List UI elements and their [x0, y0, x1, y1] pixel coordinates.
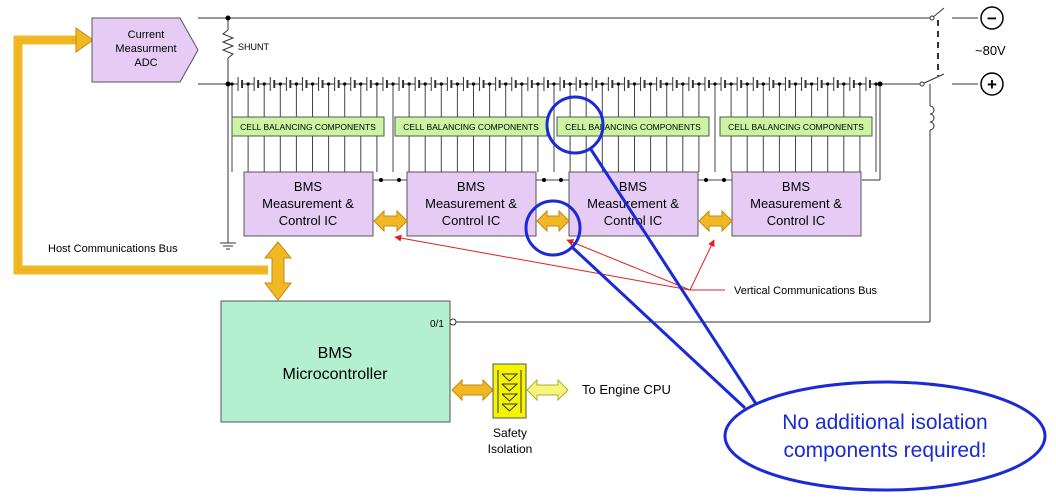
host-bus-label: Host Communications Bus [48, 243, 178, 255]
battery-cell [554, 77, 571, 91]
host-communications-bus [13, 27, 293, 301]
adc-label-line1: Current [128, 29, 165, 41]
positive-terminal-symbol: + [987, 75, 997, 94]
voltage-label: ~80V [975, 43, 1006, 58]
bms-ic-4: BMS Measurement & Control IC [731, 171, 862, 237]
cable-junction-dot [877, 81, 883, 87]
bms-ic-2-line1: BMS [457, 179, 486, 194]
bms-ic-1-line1: BMS [294, 179, 323, 194]
cell-balancing-group-4: CELL BALANCING COMPONENTS [719, 116, 873, 137]
bms-ic-1-line3: Control IC [279, 213, 338, 228]
cell-balancing-label-1: CELL BALANCING COMPONENTS [240, 122, 376, 132]
bms-ic-1-line2: Measurement & [262, 196, 354, 211]
daisy-chain-arrow-3 [698, 209, 733, 233]
safety-isolation-block: Safety Isolation [488, 363, 533, 456]
negative-terminal-symbol: − [987, 9, 997, 28]
vertical-bus-pointers [394, 234, 725, 291]
daisy-chain-arrow-2 [536, 209, 570, 233]
battery-cell [731, 77, 748, 91]
bms-ic-2-line2: Measurement & [425, 196, 517, 211]
adc-label-line2: Measurment [115, 43, 176, 55]
bms-ic-4-line1: BMS [782, 179, 811, 194]
bms-ic-3-line3: Control IC [604, 213, 663, 228]
microcontroller-port-label: 0/1 [430, 319, 444, 330]
microcontroller-line2: Microcontroller [283, 366, 389, 383]
engine-cpu-label: To Engine CPU [582, 382, 671, 397]
cell-balancing-group-1: CELL BALANCING COMPONENTS [231, 116, 385, 137]
callout-bubble: No additional isolation components requi… [723, 380, 1047, 492]
safety-isolation-line2: Isolation [488, 442, 533, 456]
daisy-chain-arrow-1 [373, 209, 408, 233]
isolation-arrow-left [451, 378, 494, 402]
negative-terminal: − [980, 6, 1004, 30]
cell-balancing-label-4: CELL BALANCING COMPONENTS [728, 122, 864, 132]
bms-ic-2: BMS Measurement & Control IC [406, 171, 537, 237]
safety-isolation-line1: Safety [493, 426, 527, 440]
bms-ic-4-line3: Control IC [767, 213, 826, 228]
bms-microcontroller: BMS Microcontroller 0/1 [220, 300, 451, 423]
microcontroller-line1: BMS [318, 345, 353, 362]
battery-cell [232, 77, 249, 91]
callout-line1: No additional isolation [782, 411, 987, 434]
shunt-label: SHUNT [238, 42, 270, 52]
cell-balancing-group-2: CELL BALANCING COMPONENTS [394, 116, 548, 137]
callout-highlight [524, 95, 762, 411]
bms-ic-1: BMS Measurement & Control IC [243, 171, 374, 237]
bms-ic-2-line3: Control IC [442, 213, 501, 228]
bms-ic-4-line2: Measurement & [750, 196, 842, 211]
bus-junction-dot [225, 81, 231, 87]
cell-balancing-label-2: CELL BALANCING COMPONENTS [403, 122, 539, 132]
isolation-arrow-right [526, 378, 569, 402]
bms-ic-3-line2: Measurement & [587, 196, 679, 211]
battery-cell [264, 77, 281, 91]
callout-line2: components required! [783, 439, 986, 462]
bms-ic-3: BMS Measurement & Control IC [568, 171, 699, 237]
shunt-resistor: SHUNT [238, 42, 270, 52]
current-measurement-adc: Current Measurment ADC [91, 17, 199, 83]
vertical-bus-label: Vertical Communications Bus [734, 285, 878, 297]
power-wiring [198, 7, 978, 326]
adc-label-line3: ADC [134, 57, 157, 69]
positive-terminal: + [980, 72, 1004, 96]
bms-ic-3-line1: BMS [619, 179, 648, 194]
battery-cell [473, 77, 490, 91]
battery-cell [795, 77, 812, 91]
cell-balancing-label-3: CELL BALANCING COMPONENTS [565, 122, 701, 132]
shunt-junction-dot [225, 15, 231, 21]
cell-balancing-group-3: CELL BALANCING COMPONENTS [556, 116, 710, 137]
